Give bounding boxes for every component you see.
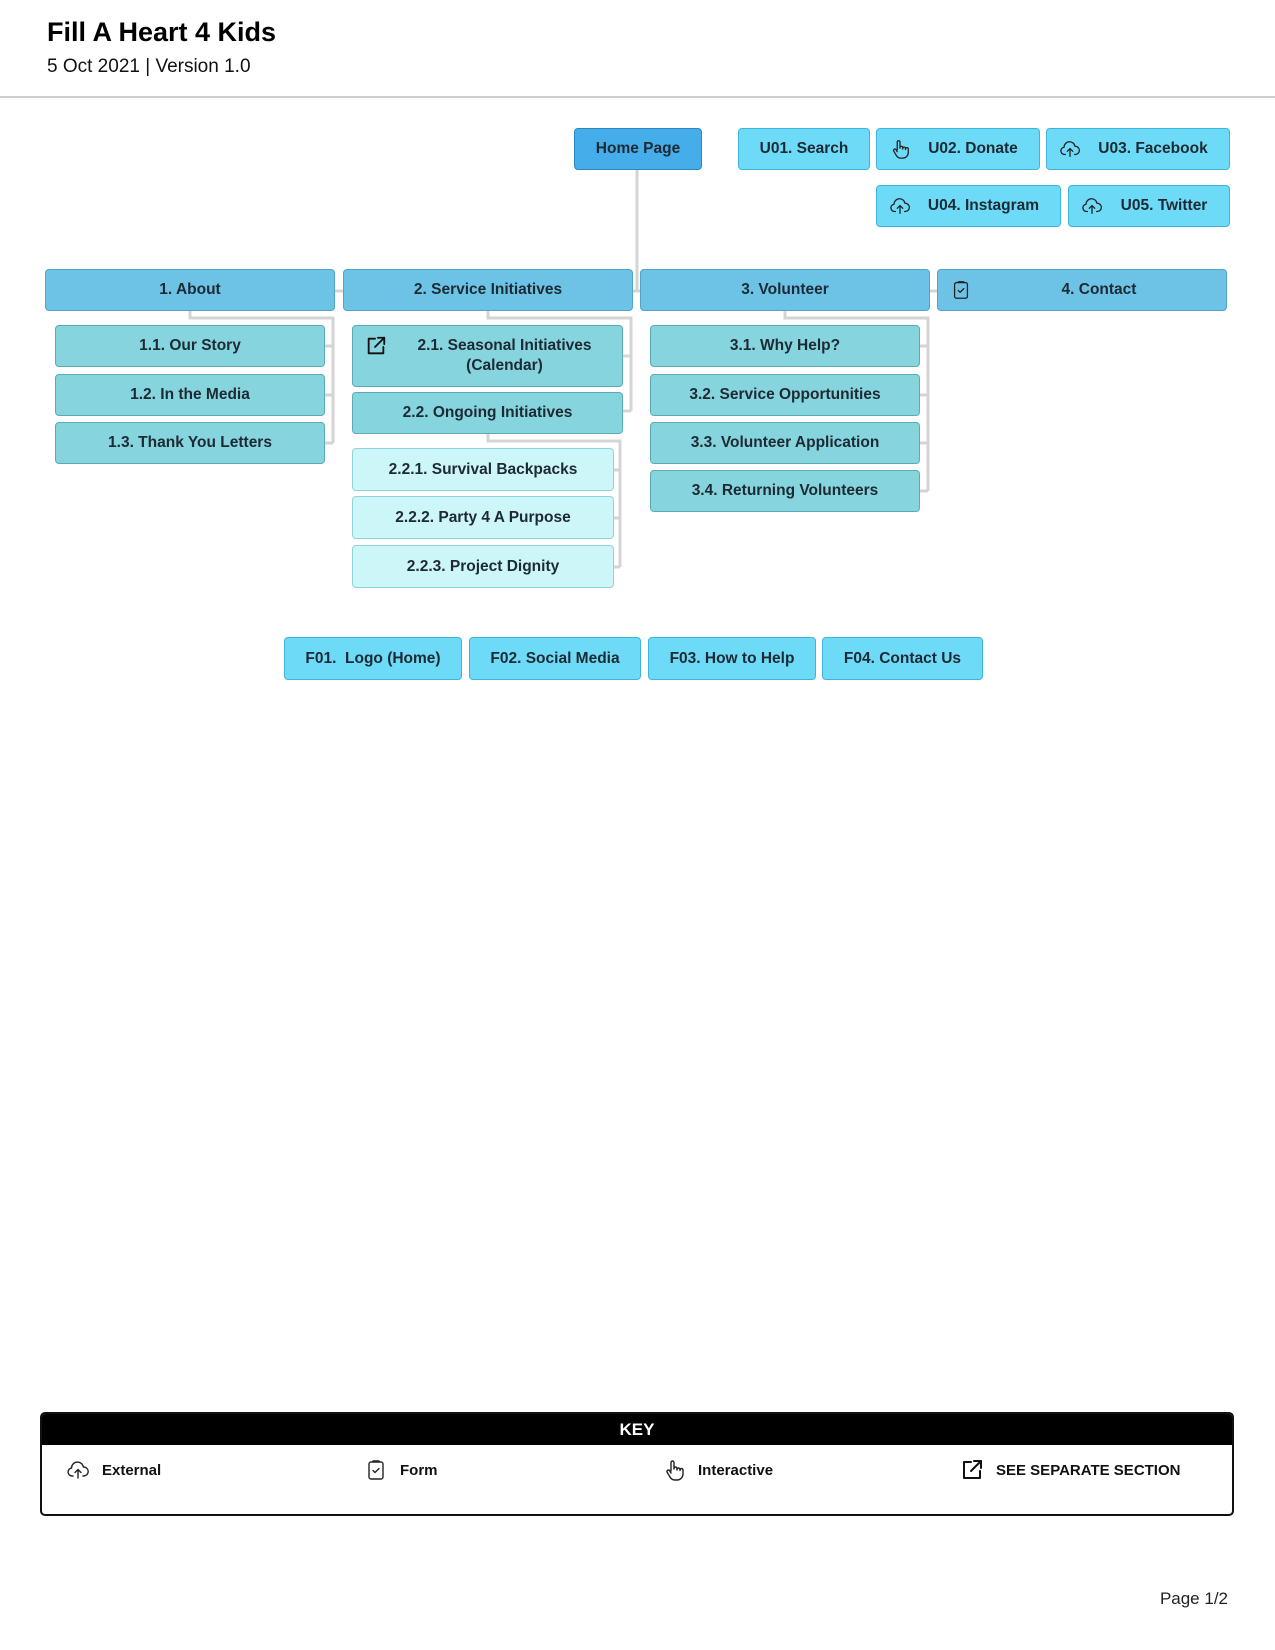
see-separate-section-icon bbox=[365, 335, 387, 357]
footer-logo-home-node[interactable]: F01. Logo (Home) bbox=[284, 637, 462, 680]
connector-volunteer bbox=[783, 311, 930, 493]
legend-item-form: Form bbox=[364, 1458, 438, 1482]
external-icon bbox=[1081, 195, 1103, 217]
page-why-help-node[interactable]: 3.1. Why Help? bbox=[650, 325, 920, 367]
page-thank-you-letters-label: 1.3. Thank You Letters bbox=[108, 434, 272, 451]
section-service-initiatives-label: 2. Service Initiatives bbox=[413, 281, 563, 298]
page-returning-volunteers-label: 3.4. Returning Volunteers bbox=[691, 482, 879, 499]
section-contact-label: 4. Contact bbox=[1061, 281, 1137, 298]
page-project-dignity-node[interactable]: 2.2.3. Project Dignity bbox=[352, 545, 614, 588]
section-service-initiatives-node[interactable]: 2. Service Initiatives bbox=[343, 269, 633, 311]
page-survival-backpacks-label: 2.2.1. Survival Backpacks bbox=[388, 460, 578, 478]
utility-search-node[interactable]: U01. Search bbox=[738, 128, 870, 170]
legend-label-interactive: Interactive bbox=[698, 1461, 774, 1479]
legend-label-external: External bbox=[102, 1461, 162, 1479]
footer-how-to-help-label: F03. How to Help bbox=[669, 649, 795, 667]
utility-instagram-node[interactable]: U04. Instagram bbox=[876, 185, 1061, 227]
external-icon bbox=[889, 195, 911, 217]
footer-contact-us-node[interactable]: F04. Contact Us bbox=[822, 637, 983, 680]
external-icon bbox=[67, 1461, 89, 1479]
section-contact-node[interactable]: 4. Contact bbox=[937, 269, 1227, 311]
page-ongoing-initiatives-label: 2.2. Ongoing Initiatives bbox=[402, 404, 573, 421]
utility-donate-node[interactable]: U02. Donate bbox=[876, 128, 1040, 170]
section-about-label: 1. About bbox=[159, 281, 221, 298]
utility-facebook-node[interactable]: U03. Facebook bbox=[1046, 128, 1230, 170]
legend-title: KEY bbox=[42, 1414, 1232, 1445]
legend-box: KEY External Form Interactive SEE SEPARA… bbox=[40, 1412, 1234, 1516]
page-our-story-label: 1.1. Our Story bbox=[139, 337, 241, 354]
footer-how-to-help-node[interactable]: F03. How to Help bbox=[648, 637, 816, 680]
footer-social-media-label: F02. Social Media bbox=[490, 649, 620, 667]
interactive-icon bbox=[889, 138, 911, 160]
legend-item-see-separate-section: SEE SEPARATE SECTION bbox=[960, 1458, 1180, 1482]
page-our-story-node[interactable]: 1.1. Our Story bbox=[55, 325, 325, 367]
utility-twitter-node[interactable]: U05. Twitter bbox=[1068, 185, 1230, 227]
page-service-opportunities-label: 3.2. Service Opportunities bbox=[689, 386, 881, 403]
form-icon bbox=[368, 1460, 384, 1480]
page-party-4-a-purpose-node[interactable]: 2.2.2. Party 4 A Purpose bbox=[352, 496, 614, 539]
page-party-4-a-purpose-label: 2.2.2. Party 4 A Purpose bbox=[395, 508, 571, 526]
footer-contact-us-label: F04. Contact Us bbox=[843, 649, 962, 667]
legend-item-interactive: Interactive bbox=[662, 1458, 773, 1482]
page-in-the-media-label: 1.2. In the Media bbox=[130, 386, 250, 403]
section-volunteer-node[interactable]: 3. Volunteer bbox=[640, 269, 930, 311]
legend-label-form: Form bbox=[400, 1461, 438, 1479]
page-seasonal-initiatives-node[interactable]: 2.1. Seasonal Initiatives (Calendar) bbox=[352, 325, 623, 387]
section-about-node[interactable]: 1. About bbox=[45, 269, 335, 311]
page-thank-you-letters-node[interactable]: 1.3. Thank You Letters bbox=[55, 422, 325, 464]
external-icon bbox=[1059, 138, 1081, 160]
page-survival-backpacks-node[interactable]: 2.2.1. Survival Backpacks bbox=[352, 448, 614, 491]
legend-label-see-separate-section: SEE SEPARATE SECTION bbox=[996, 1461, 1181, 1479]
home-page-label: Home Page bbox=[595, 140, 681, 157]
document-subtitle: 5 Oct 2021 | Version 1.0 bbox=[47, 56, 251, 77]
utility-facebook-label: U03. Facebook bbox=[1098, 140, 1208, 157]
connector-service bbox=[486, 311, 633, 413]
interactive-icon bbox=[666, 1460, 684, 1481]
header-divider bbox=[0, 96, 1275, 98]
page-returning-volunteers-node[interactable]: 3.4. Returning Volunteers bbox=[650, 470, 920, 512]
legend-item-external: External bbox=[66, 1458, 161, 1482]
home-page-node[interactable]: Home Page bbox=[574, 128, 702, 170]
page-volunteer-application-node[interactable]: 3.3. Volunteer Application bbox=[650, 422, 920, 464]
page-volunteer-application-label: 3.3. Volunteer Application bbox=[690, 434, 880, 451]
utility-twitter-label: U05. Twitter bbox=[1120, 197, 1208, 214]
page-service-opportunities-node[interactable]: 3.2. Service Opportunities bbox=[650, 374, 920, 416]
see-separate-section-icon bbox=[963, 1460, 982, 1479]
page-ongoing-initiatives-node[interactable]: 2.2. Ongoing Initiatives bbox=[352, 392, 623, 434]
section-volunteer-label: 3. Volunteer bbox=[741, 281, 829, 298]
utility-donate-label: U02. Donate bbox=[928, 140, 1018, 157]
page-seasonal-initiatives-label: 2.1. Seasonal Initiatives (Calendar) bbox=[417, 337, 592, 374]
connector-about bbox=[188, 311, 335, 445]
utility-instagram-label: U04. Instagram bbox=[927, 197, 1040, 214]
page-project-dignity-label: 2.2.3. Project Dignity bbox=[406, 557, 560, 575]
footer-logo-home-label: F01. Logo (Home) bbox=[305, 649, 441, 667]
page-in-the-media-node[interactable]: 1.2. In the Media bbox=[55, 374, 325, 416]
footer-social-media-node[interactable]: F02. Social Media bbox=[469, 637, 641, 680]
page-number: Page 1/2 bbox=[1159, 1589, 1228, 1608]
connector-ongoing bbox=[486, 434, 622, 569]
utility-search-label: U01. Search bbox=[759, 140, 849, 157]
document-title: Fill A Heart 4 Kids bbox=[47, 17, 277, 47]
page-why-help-label: 3.1. Why Help? bbox=[729, 337, 841, 354]
form-icon bbox=[950, 279, 972, 301]
